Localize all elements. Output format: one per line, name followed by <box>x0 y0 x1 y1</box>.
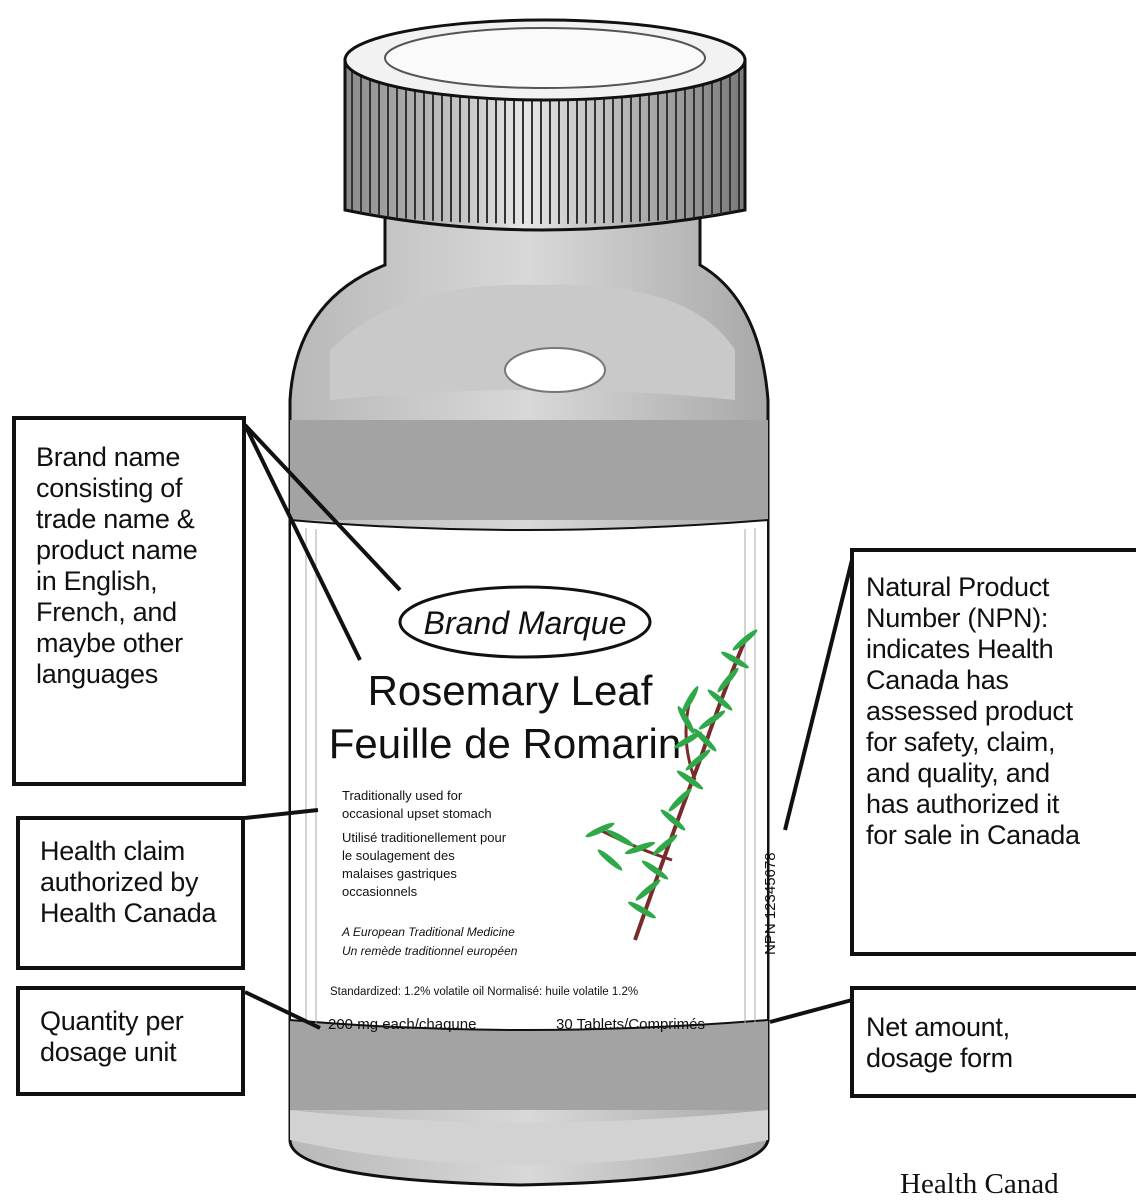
rosemary-leaf <box>606 829 634 847</box>
rosemary-leaf <box>732 629 758 651</box>
rosemary-leaf <box>674 731 702 749</box>
rosemary-leaf <box>660 809 686 831</box>
dose-text: 200 mg each/chaqune <box>328 1016 476 1033</box>
net-amount-line <box>769 998 853 1024</box>
claim-line: malaises gastriques <box>342 866 457 881</box>
brand-to-product-line <box>243 424 362 661</box>
rosemary-leaf <box>585 822 615 838</box>
brand-marque-text: Brand Marque <box>424 605 627 641</box>
count-text: 30 Tablets/Comprimés <box>556 1016 705 1033</box>
rosemary-leaf <box>628 901 656 919</box>
quantity-line <box>244 990 321 1030</box>
product-name-fr: Feuille de Romarin <box>329 720 682 767</box>
claim-line: Traditionally used for <box>342 788 463 803</box>
rosemary-leaf <box>652 834 678 856</box>
rosemary-sprig-icon <box>585 629 758 941</box>
claim-text: Traditionally used for occasional upset … <box>342 788 507 899</box>
product-name-en: Rosemary Leaf <box>368 667 653 714</box>
credit-text: Health Canad <box>900 1168 1059 1200</box>
rosemary-leaf <box>624 841 656 855</box>
callout-npn: Natural Product Number (NPN): indicates … <box>850 548 1136 956</box>
claim-line: occasionnels <box>342 884 418 899</box>
leader-lines <box>243 423 854 1030</box>
rosemary-leaf <box>721 651 749 669</box>
tradition-line: Un remède traditionnel européen <box>342 944 518 958</box>
claim-line: le soulagement des <box>342 848 455 863</box>
rosemary-leaf <box>707 689 733 711</box>
rosemary-leaf <box>677 706 695 734</box>
tradition-text: A European Traditional Medicine Un remèd… <box>341 925 518 958</box>
tradition-line: A European Traditional Medicine <box>341 925 515 939</box>
rosemary-leaf <box>676 770 704 790</box>
claim-line: occasional upset stomach <box>342 806 492 821</box>
npn-number-text: NPN 12345678 <box>762 852 779 955</box>
npn-line <box>783 559 854 831</box>
callout-quantity-per-dose: Quantity per dosage unit <box>16 986 245 1096</box>
rosemary-leaf <box>681 686 699 714</box>
brand-oval <box>398 585 652 659</box>
standardized-text: Standardized: 1.2% volatile oil Normalis… <box>330 986 638 998</box>
callout-brand-name: Brand name consisting of trade name & pr… <box>12 416 246 786</box>
bottle-cap <box>343 18 747 232</box>
rosemary-leaf <box>635 879 661 901</box>
callout-net-amount: Net amount, dosage form <box>850 986 1136 1098</box>
rosemary-leaf <box>641 860 669 880</box>
brand-to-marque-line <box>243 423 402 592</box>
rosemary-leaf <box>698 710 726 730</box>
health-claim-line <box>244 808 319 820</box>
rosemary-leaf <box>668 788 692 812</box>
rosemary-leaf <box>685 749 711 771</box>
rosemary-leaf <box>597 849 623 871</box>
rosemary-leaf <box>717 667 739 693</box>
callout-health-claim: Health claim authorized by Health Canada <box>16 816 245 970</box>
claim-line: Utilisé traditionellement pour <box>342 830 507 845</box>
